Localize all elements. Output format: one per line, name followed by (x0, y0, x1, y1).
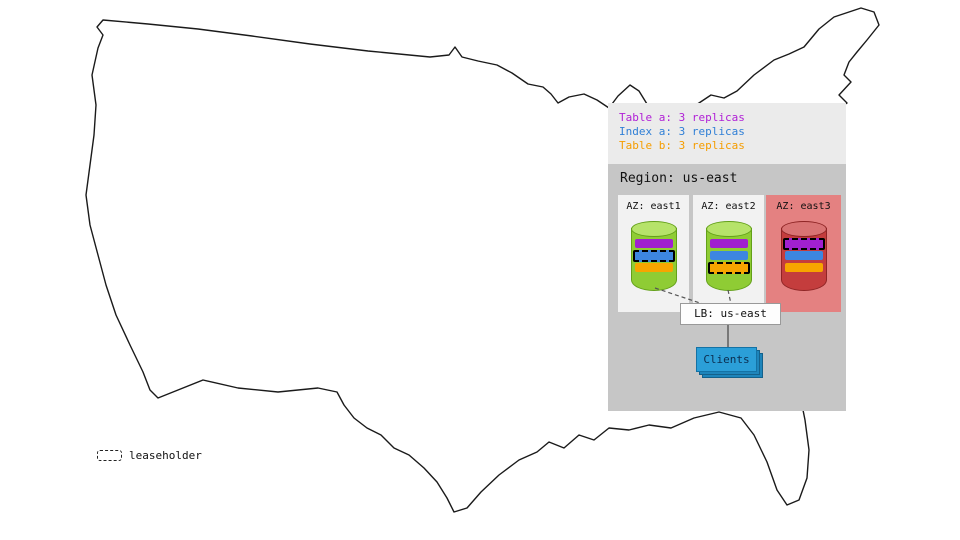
replica-index-a (709, 251, 748, 260)
connector-lines (654, 287, 732, 347)
leaseholder-key-label: leaseholder (129, 449, 202, 462)
az-east1-label: AZ: east1 (626, 201, 681, 212)
leaseholder-swatch-icon (97, 450, 122, 461)
db-cylinder-top-icon (705, 221, 752, 237)
load-balancer: LB: us-east (680, 303, 781, 325)
replica-table-a (634, 239, 673, 248)
replica-table-a (709, 239, 748, 248)
leaseholder-key: leaseholder (97, 449, 202, 462)
db-node-east3 (780, 221, 827, 291)
clients-box: Clients (696, 347, 763, 378)
replica-table-b-leaseholder (707, 262, 750, 274)
replica-index-a-leaseholder (632, 250, 675, 262)
replica-index-a (784, 251, 823, 260)
connector-east2-to-lb (727, 289, 732, 305)
replica-legend: Table a: 3 replicas Index a: 3 replicas … (608, 103, 846, 164)
replica-table-b (634, 263, 673, 272)
az-east3: AZ: east3 (766, 195, 841, 312)
legend-table-a: Table a: 3 replicas (619, 111, 745, 124)
legend-table-b: Table b: 3 replicas (619, 139, 745, 152)
clients-label: Clients (696, 347, 757, 372)
region-title: Region: us-east (620, 171, 738, 186)
db-cylinder-top-icon (630, 221, 677, 237)
az-east1: AZ: east1 (618, 195, 689, 312)
region-panel: Region: us-east AZ: east1 AZ: east2 (608, 164, 846, 411)
legend-index-a: Index a: 3 replicas (619, 125, 745, 138)
az-east2-label: AZ: east2 (701, 201, 756, 212)
replica-table-b (784, 263, 823, 272)
az-east3-label: AZ: east3 (776, 201, 831, 212)
replica-table-a-leaseholder (782, 238, 825, 250)
connector-east1-to-lb (654, 287, 704, 305)
db-cylinder-top-icon (780, 221, 827, 237)
db-node-east2 (705, 221, 752, 291)
db-node-east1 (630, 221, 677, 291)
